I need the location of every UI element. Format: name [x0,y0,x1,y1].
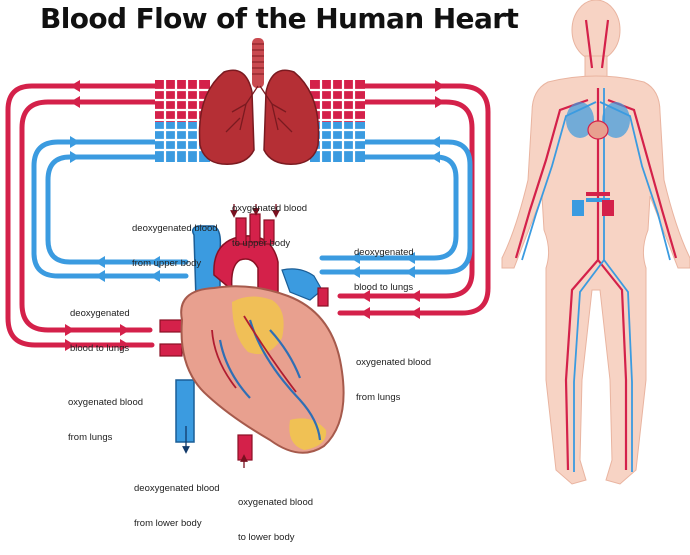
flow-arrows-blue [70,136,440,282]
pulmonary-deoxygenated-loop [31,139,473,279]
label-line: deoxygenated [354,247,414,258]
red-arrow [120,339,130,351]
label-line: from lower body [134,517,202,529]
blue-arrow [150,256,160,268]
label-line: to upper body [232,237,291,249]
label-line: deoxygenated [70,308,130,319]
label-oxygenated-to-lower-body: oxygenated blood to lower body [238,474,313,555]
label-line: deoxygenated blood [132,223,218,234]
blue-arrow [405,252,415,264]
lung-capillary-grid-right [310,80,365,162]
human-body-illustration [501,0,690,485]
red-arrow [120,324,130,336]
blue-arrow [70,136,80,148]
body-heart [587,120,609,140]
label-line: oxygenated blood [232,203,308,214]
label-line: blood to lungs [354,281,414,293]
red-arrow [65,339,75,351]
red-arrow [70,96,80,108]
label-line: oxygenated blood [238,497,314,508]
red-arrow [360,290,370,302]
label-line: from upper body [132,257,202,269]
red-arrow [65,324,75,336]
red-arrow [360,307,370,319]
label-line: from lungs [68,431,113,443]
blue-arrow [95,256,105,268]
red-arrow [410,290,420,302]
label-line: to lower body [238,531,295,543]
blue-arrow [70,151,80,163]
label-oxygenated-from-lungs-left: oxygenated blood from lungs [68,374,143,455]
blue-arrow [350,252,360,264]
red-arrow [435,80,445,92]
page-title: Blood Flow of the Human Heart [40,2,519,35]
red-arrow [410,307,420,319]
blue-arrow [430,151,440,163]
red-arrow [70,80,80,92]
diagram-canvas [5,0,690,485]
blue-arrow [405,266,415,278]
label-oxygenated-to-upper-body: oxygenated blood to upper body [232,180,307,261]
label-oxygenated-from-lungs-right: oxygenated blood from lungs [356,334,431,415]
flow-arrows [65,80,445,351]
label-deoxygenated-to-lungs-left: deoxygenated blood to lungs [70,285,130,366]
blue-arrow [150,270,160,282]
label-deoxygenated-from-lower-body: deoxygenated blood from lower body [134,460,220,541]
label-line: from lungs [356,391,401,403]
red-arrow [435,96,445,108]
blue-arrow [350,266,360,278]
blue-arrow [430,136,440,148]
label-line: oxygenated blood [356,357,432,368]
label-pointer-arrows [182,204,280,468]
label-deoxygenated-to-lungs-right: deoxygenated blood to lungs [354,224,414,305]
label-deoxygenated-from-upper-body: deoxygenated blood from upper body [132,200,218,281]
label-line: blood to lungs [70,342,130,354]
lungs-illustration [198,38,320,165]
body-lungs [566,102,630,138]
label-line: deoxygenated blood [134,483,220,494]
label-line: oxygenated blood [68,397,144,408]
blue-arrow [95,270,105,282]
heart-illustration [159,213,345,461]
